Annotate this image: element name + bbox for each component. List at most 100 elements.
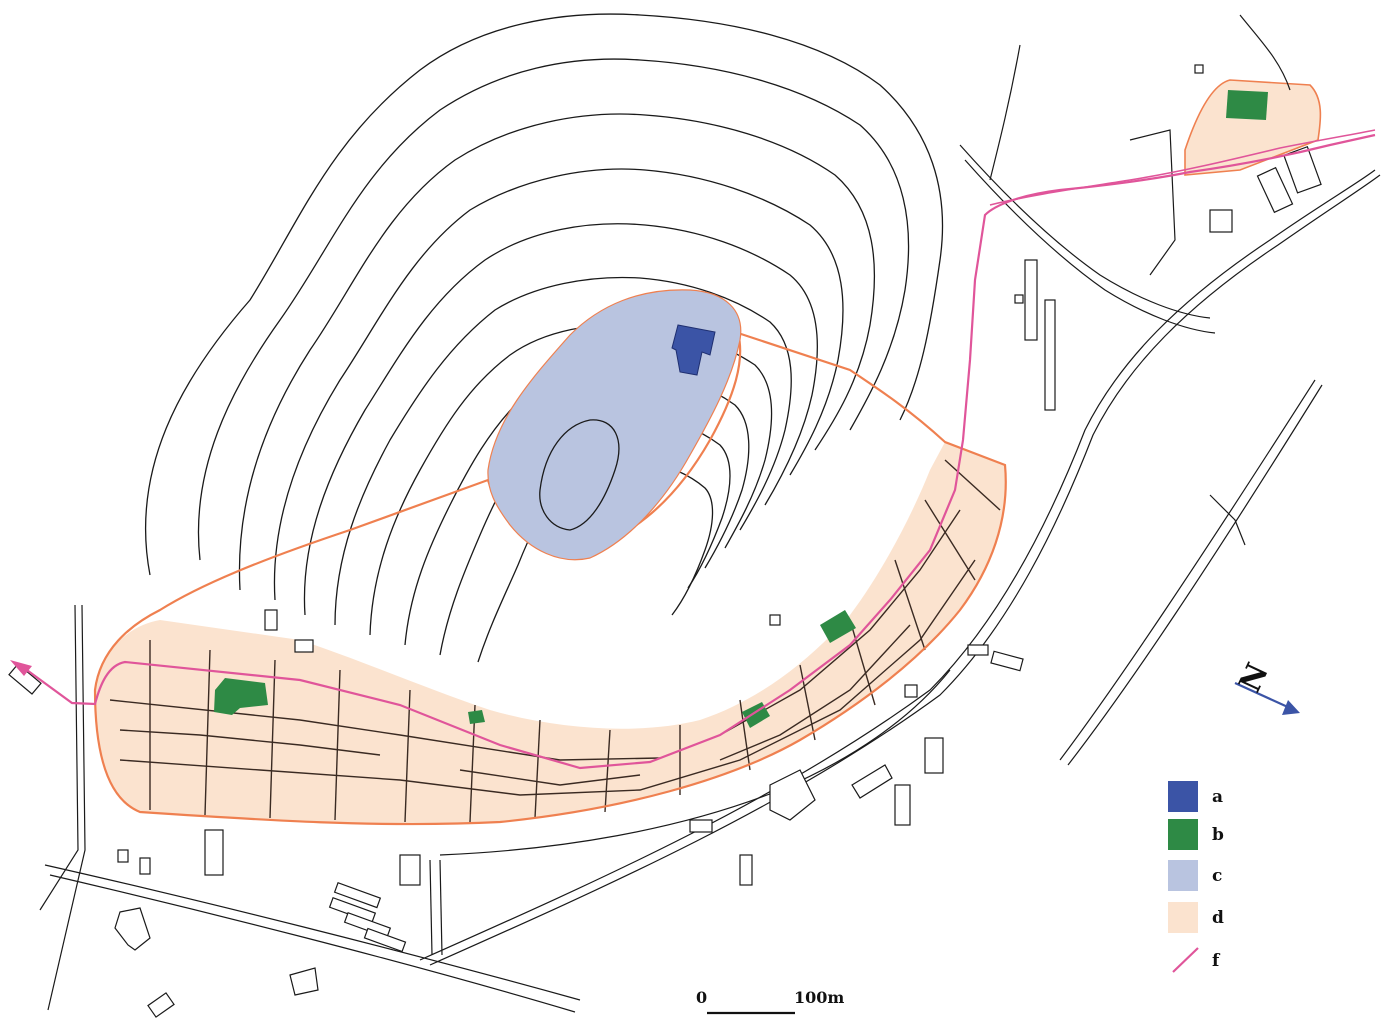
legend-swatch-a	[1168, 781, 1198, 812]
green-building-4	[820, 610, 856, 643]
building-12	[147, 992, 175, 1018]
building-11	[289, 967, 319, 996]
street-8	[469, 704, 476, 823]
legend-swatch-b	[1168, 819, 1198, 850]
building-16	[924, 737, 944, 774]
building-9	[363, 927, 407, 953]
road-east-2	[429, 174, 1381, 966]
green-building-1	[214, 678, 268, 715]
street-19	[459, 769, 641, 786]
building-14	[990, 650, 1024, 672]
street-4	[204, 649, 211, 816]
road-north-4	[1129, 129, 1176, 276]
north-arrow-icon: N	[1233, 658, 1300, 715]
contour-6	[334, 276, 792, 626]
legend-label-d: d	[1212, 908, 1224, 928]
legend-label-b: b	[1212, 825, 1224, 845]
scale-bar: 0 100m	[696, 988, 844, 1015]
village-boundary-line	[1184, 79, 1322, 176]
street-13	[799, 664, 816, 741]
route-f	[19, 133, 1376, 770]
summit-inner-contour	[539, 419, 620, 531]
town-area-d	[95, 442, 1006, 825]
street-2	[119, 559, 976, 796]
street-6	[334, 669, 341, 821]
road-south-inner-2	[439, 859, 443, 956]
route-f-arrowhead	[10, 660, 32, 676]
road-north-1	[959, 144, 1211, 319]
street-18	[119, 729, 381, 756]
building-15	[904, 684, 918, 698]
street-17	[944, 459, 1001, 511]
street-10	[604, 729, 611, 813]
road-far-line	[1209, 494, 1246, 546]
boundary-line	[93, 331, 1007, 826]
building-5	[114, 907, 151, 951]
street-7	[404, 689, 411, 823]
contour-3	[238, 113, 876, 591]
building-19	[851, 764, 893, 799]
street-5	[269, 659, 276, 819]
road-west-1	[39, 604, 79, 911]
building-30	[739, 854, 753, 886]
building-3	[117, 849, 129, 863]
street-15	[894, 559, 926, 651]
contour-2	[197, 58, 910, 561]
contour-5	[303, 223, 819, 616]
scale-bar-end-label: 100m	[794, 988, 844, 1007]
outer-buildings	[8, 64, 1322, 1018]
road-south-2	[49, 874, 576, 1013]
building-10	[399, 854, 421, 886]
road-south-1	[44, 864, 581, 1001]
building-2	[204, 829, 224, 876]
legend-swatch-f	[1172, 947, 1199, 973]
legend: a b c d f	[1168, 781, 1224, 973]
building-24	[1283, 145, 1322, 194]
road-north-5	[1239, 14, 1291, 91]
building-13	[967, 644, 989, 656]
north-arrow-label: N	[1233, 658, 1276, 698]
road-north-2	[964, 159, 1216, 334]
street-12	[739, 699, 751, 771]
contour-4	[273, 168, 844, 601]
contour-1	[144, 13, 944, 576]
building-28	[769, 614, 781, 626]
green-building-2	[468, 710, 485, 724]
legend-label-c: c	[1212, 866, 1222, 886]
green-buildings-b	[214, 90, 1268, 728]
roads	[39, 14, 1381, 1013]
road-east-1	[419, 169, 1376, 961]
legend-swatch-c	[1168, 860, 1198, 891]
building-21	[1044, 299, 1056, 411]
legend-label-f: f	[1212, 951, 1221, 971]
building-22	[1194, 64, 1204, 74]
road-south-inner	[429, 859, 433, 956]
building-17	[894, 784, 911, 826]
legend-label-a: a	[1212, 787, 1223, 807]
building-27	[294, 639, 314, 653]
street-9	[534, 719, 541, 819]
summit-building-a	[671, 324, 716, 376]
scale-bar-start-label: 0	[696, 988, 707, 1007]
building-4	[139, 857, 151, 875]
building-1	[8, 663, 42, 695]
road-south-curve	[439, 669, 951, 856]
building-18	[769, 769, 816, 821]
road-far-east	[1059, 379, 1316, 761]
building-25	[1209, 209, 1233, 233]
building-26	[264, 609, 278, 631]
road-west-2	[47, 604, 86, 1011]
building-6	[333, 882, 382, 909]
road-far-east-2	[1067, 384, 1323, 766]
building-8	[343, 912, 392, 939]
building-23	[1256, 166, 1294, 214]
street-16	[924, 499, 976, 581]
building-29	[1014, 294, 1024, 304]
road-north-3	[989, 44, 1021, 181]
legend-swatch-d	[1168, 902, 1198, 933]
building-20	[1024, 259, 1038, 341]
street-14	[849, 619, 876, 706]
building-31	[689, 819, 713, 833]
street-20	[719, 624, 911, 761]
